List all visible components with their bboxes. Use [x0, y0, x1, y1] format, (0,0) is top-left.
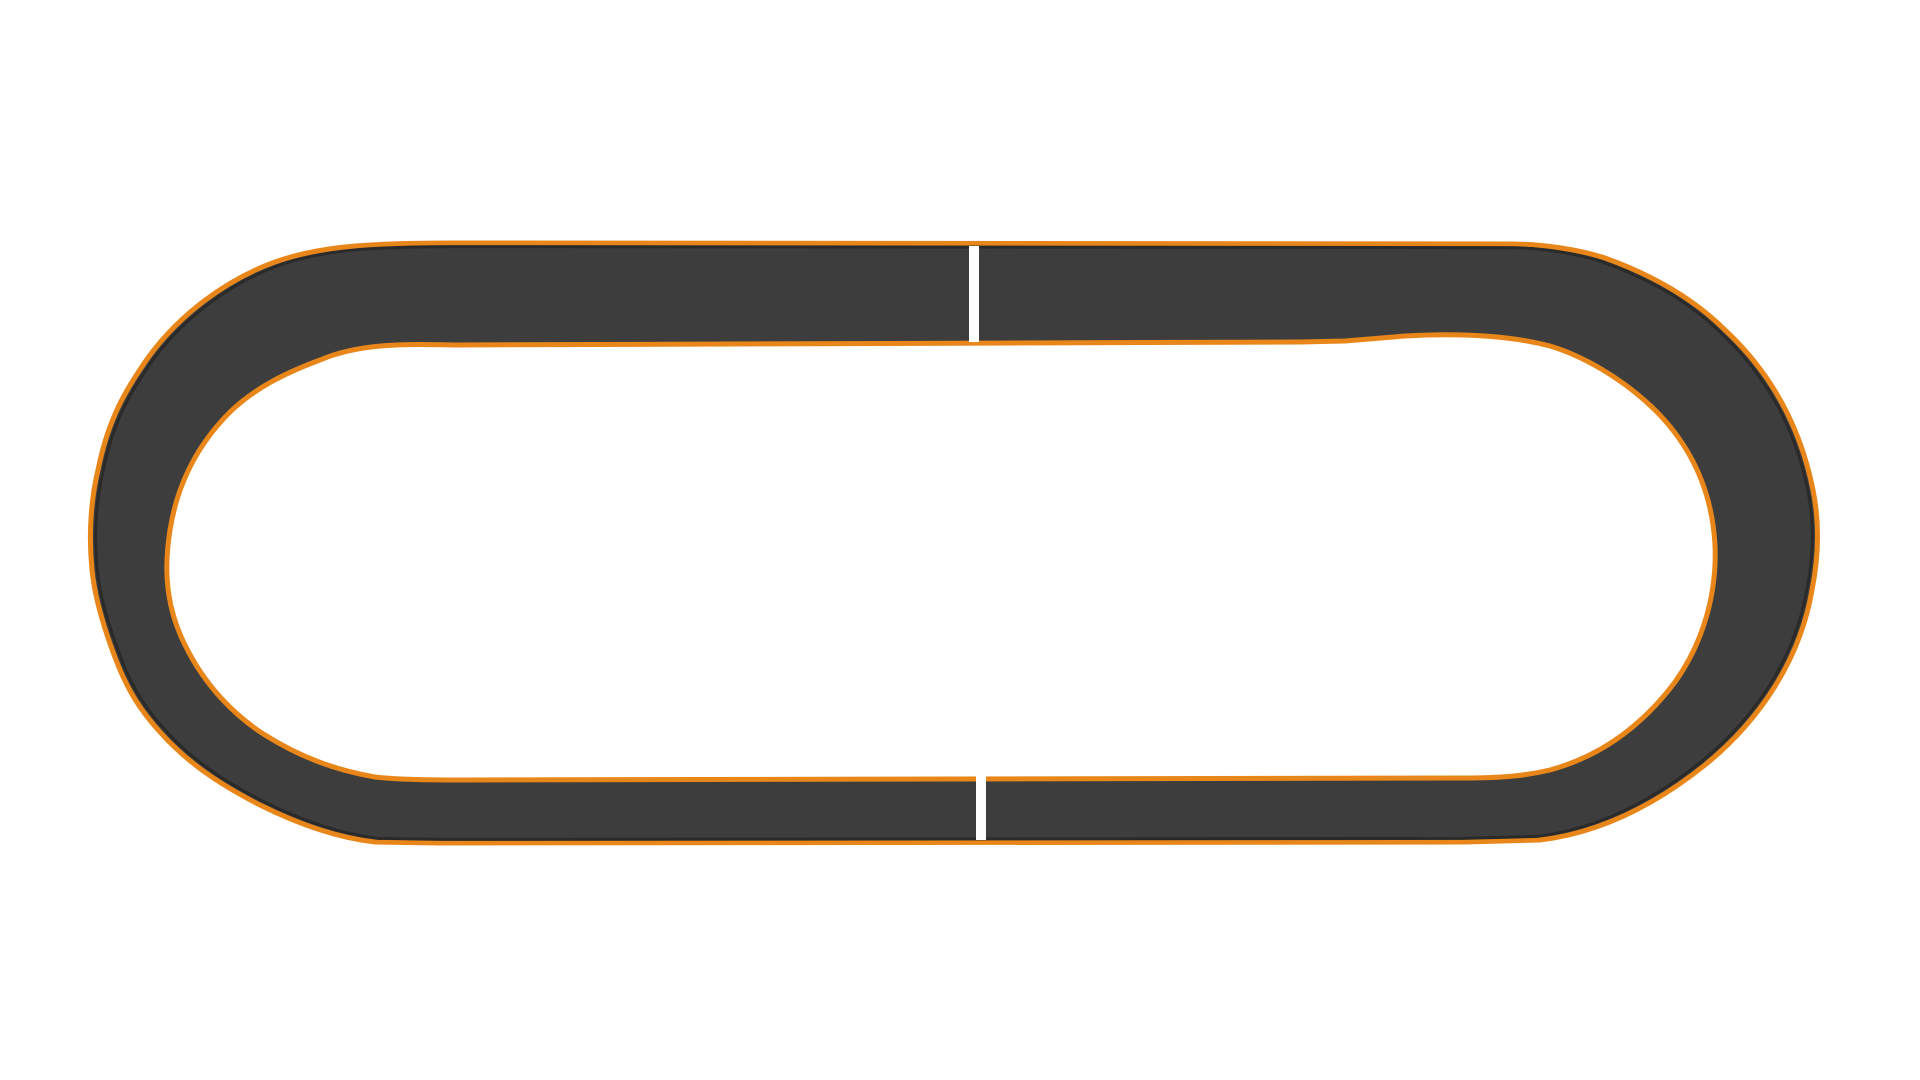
start-finish-line [969, 246, 979, 342]
track-outer-edge-shade [94, 245, 1814, 841]
track-outer-border [87, 240, 1820, 846]
checkpoint-line [976, 742, 986, 840]
track-inner-border [164, 332, 1718, 783]
track-surface [90, 243, 1818, 843]
